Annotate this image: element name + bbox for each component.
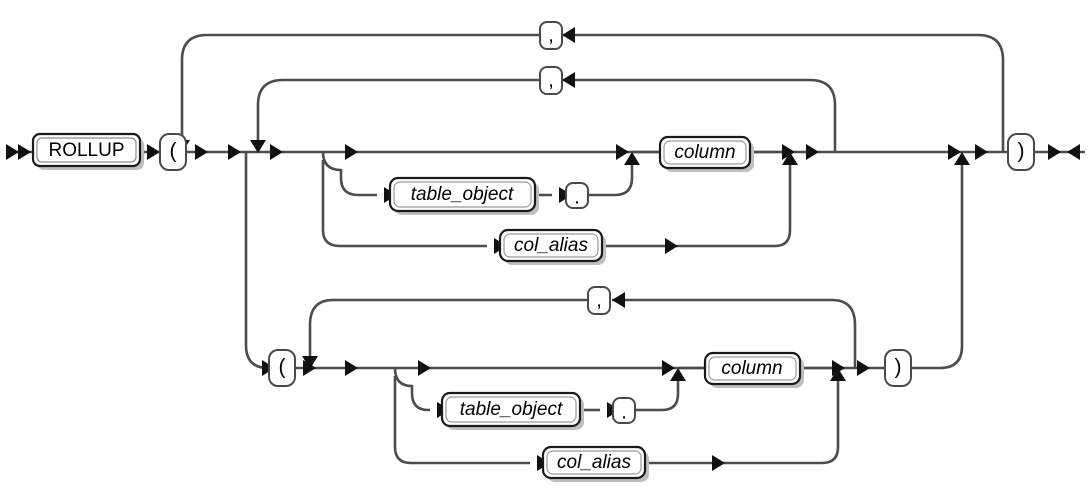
column-bottom-box-inner [708, 356, 797, 381]
node-paren-close-inner[interactable]: ) [884, 349, 912, 387]
arrow-pre-column-top [616, 144, 629, 160]
arrow-inner-spine-c [857, 360, 870, 376]
rail-network [6, 33, 1085, 465]
col-alias-bottom-box [541, 445, 647, 480]
rail-middle-loop-left [256, 78, 540, 140]
rail-middle-loop-right [560, 78, 837, 152]
arrow-to-paren-open [147, 144, 160, 160]
rail-dot-merge-top [588, 165, 634, 197]
table-object-bottom-label: table_object [460, 399, 563, 420]
node-col-alias-top[interactable]: col_alias [498, 228, 606, 265]
entry-arrow-1 [6, 144, 19, 160]
table-object-bottom-box-inner [445, 396, 577, 423]
rollup-box [31, 132, 142, 168]
arrow-inner-loop-left [612, 292, 625, 308]
paren-close-outer-box [1007, 133, 1035, 171]
node-column-bottom[interactable]: column [703, 351, 804, 388]
rail-branch-to-col-alias-top [321, 160, 487, 248]
table-object-top-label: table_object [411, 184, 514, 205]
column-top-label: column [674, 142, 735, 163]
arrow-inner-spine-b [418, 360, 431, 376]
node-comma-outer[interactable]: , [539, 21, 563, 50]
col-alias-top-box [498, 228, 604, 263]
dot-bottom-box [612, 397, 636, 424]
arrow-paren-open-out [195, 144, 208, 160]
comma-outer-box [539, 21, 563, 50]
paren-open-outer-box [159, 133, 187, 171]
paren-open-outer-label: ( [170, 140, 177, 163]
node-table-object-top[interactable]: table_object [388, 176, 539, 215]
rail-inner-loop-right [612, 298, 857, 368]
paren-close-inner-box [884, 349, 912, 387]
arrow-middle-loop-left [562, 72, 575, 88]
comma-outer-label: , [548, 24, 554, 46]
comma-inner-box [587, 286, 611, 315]
arrow-spine-c [345, 144, 358, 160]
arrow-spine-b [270, 144, 283, 160]
rail-col-alias-merge-bottom [645, 381, 840, 465]
exit-arrow-1 [1048, 144, 1061, 160]
paren-close-inner-label: ) [895, 356, 902, 379]
node-paren-open-inner[interactable]: ( [268, 349, 296, 387]
rail-branch-to-inner-group [244, 152, 270, 370]
arrow-inner-spine-a [345, 360, 358, 376]
arrow-spine-a [228, 144, 241, 160]
comma-inner-label: , [596, 289, 602, 311]
rail-branch-to-table-object-top [321, 151, 377, 197]
arrow-dot-merge-up-top [624, 152, 640, 165]
column-bottom-label: column [721, 358, 782, 379]
node-col-alias-bottom[interactable]: col_alias [541, 445, 649, 482]
column-top-box [658, 135, 752, 170]
dot-top-box [565, 182, 589, 209]
arrow-dot-merge-up-bottom [670, 368, 686, 381]
col-alias-top-label: col_alias [514, 235, 588, 256]
node-comma-middle[interactable]: , [539, 66, 563, 95]
node-rollup[interactable]: ROLLUP [31, 132, 144, 170]
dot-bottom-label: . [621, 401, 627, 423]
dot-top-label: . [574, 186, 580, 208]
paren-open-inner-label: ( [279, 356, 286, 379]
entry-arrow-2 [18, 144, 31, 160]
arrow-post-col-alias-bottom [712, 455, 725, 471]
arrow-post-col-alias-top [665, 238, 678, 254]
rail-col-alias-merge-top [602, 165, 792, 248]
rail-dot-merge-bottom [635, 381, 680, 412]
rail-branch-to-table-object-bottom [393, 367, 430, 412]
paren-open-inner-box [268, 349, 296, 387]
node-dot-top[interactable]: . [565, 182, 589, 209]
rollup-label: ROLLUP [48, 140, 124, 161]
col-alias-top-box-inner [503, 233, 599, 258]
node-paren-open-outer[interactable]: ( [159, 133, 187, 171]
column-top-box-inner [663, 140, 747, 165]
paren-close-outer-label: ) [1018, 140, 1025, 163]
node-dot-bottom[interactable]: . [612, 397, 636, 424]
column-bottom-box [703, 351, 802, 386]
arrow-spine-f [975, 144, 988, 160]
rail-outer-loop-right [560, 33, 1005, 152]
rail-branch-to-col-alias-bottom [393, 376, 530, 465]
node-column-top[interactable]: column [658, 135, 754, 172]
rail-outer-loop-left [180, 33, 540, 140]
node-comma-inner[interactable]: , [587, 286, 611, 315]
node-paren-close-outer[interactable]: ) [1007, 133, 1035, 171]
rail-inner-group-merge-up [911, 165, 964, 370]
comma-middle-box [539, 66, 563, 95]
exit-arrow-2 [1067, 144, 1080, 160]
col-alias-bottom-box-inner [546, 450, 642, 475]
rail-inner-loop-left [308, 298, 588, 356]
table-object-top-box-inner [393, 181, 532, 208]
comma-middle-label: , [548, 69, 554, 91]
arrow-spine-d [806, 144, 819, 160]
node-table-object-bottom[interactable]: table_object [440, 391, 584, 430]
rollup-box-inner [36, 137, 137, 163]
arrow-outer-loop-left [562, 27, 575, 43]
table-object-bottom-box [440, 391, 582, 428]
col-alias-bottom-label: col_alias [557, 452, 631, 473]
table-object-top-box [388, 176, 537, 213]
arrow-pre-column-bottom [662, 360, 675, 376]
